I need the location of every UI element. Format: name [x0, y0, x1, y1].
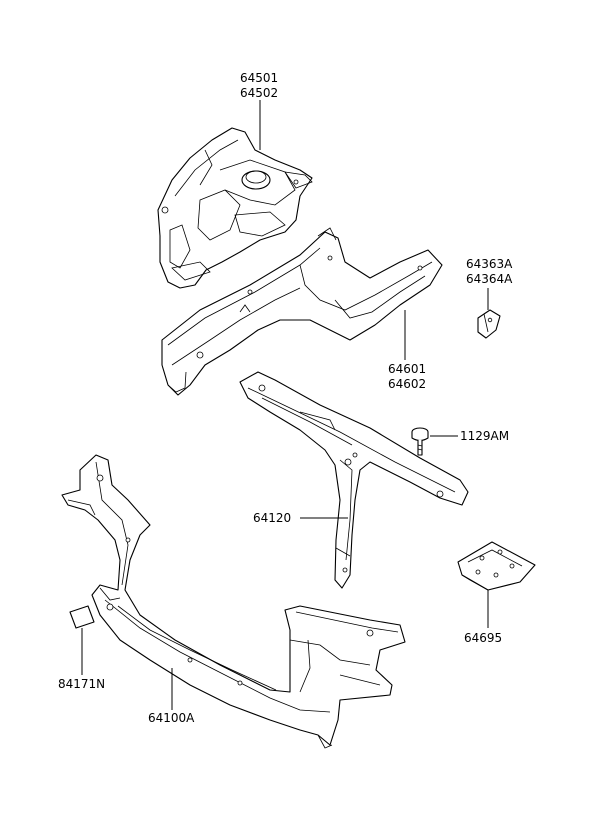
plate-64695 — [457, 541, 536, 591]
label-64601: 64601 — [388, 362, 426, 376]
label-64120: 64120 — [253, 511, 291, 525]
side-member-64601 — [161, 227, 443, 396]
label-64100A: 64100A — [148, 711, 195, 725]
frame-64100A — [61, 454, 406, 749]
apron-assembly-64501 — [157, 127, 313, 289]
bolt-1129AM — [411, 427, 429, 456]
crossmember-64120 — [239, 371, 469, 589]
label-84171N: 84171N — [58, 677, 105, 691]
bracket-64363A — [477, 309, 501, 339]
label-64501: 64501 — [240, 71, 278, 85]
label-64502: 64502 — [240, 86, 278, 100]
label-64364A: 64364A — [466, 272, 513, 286]
pad-84171N — [69, 605, 95, 629]
label-64695: 64695 — [464, 631, 502, 645]
label-64602: 64602 — [388, 377, 426, 391]
label-64363A: 64363A — [466, 257, 513, 271]
label-1129AM: 1129AM — [460, 429, 509, 443]
